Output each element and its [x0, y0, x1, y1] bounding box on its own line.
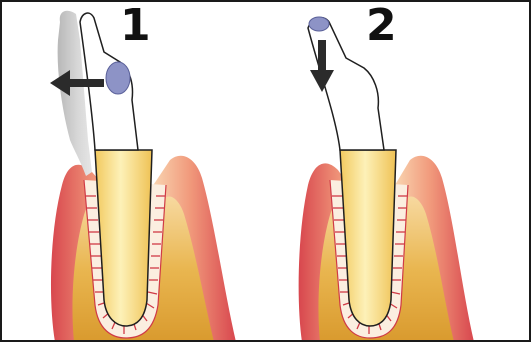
tooth-root-1: [95, 150, 152, 326]
contact-point-1: [106, 62, 130, 94]
tooth-root-2: [340, 150, 396, 326]
contact-point-2: [309, 17, 329, 31]
panel-1: [50, 11, 236, 342]
panel-2: [299, 17, 474, 342]
panel-label-2: 2: [366, 4, 397, 48]
panel-label-1: 1: [120, 4, 151, 48]
